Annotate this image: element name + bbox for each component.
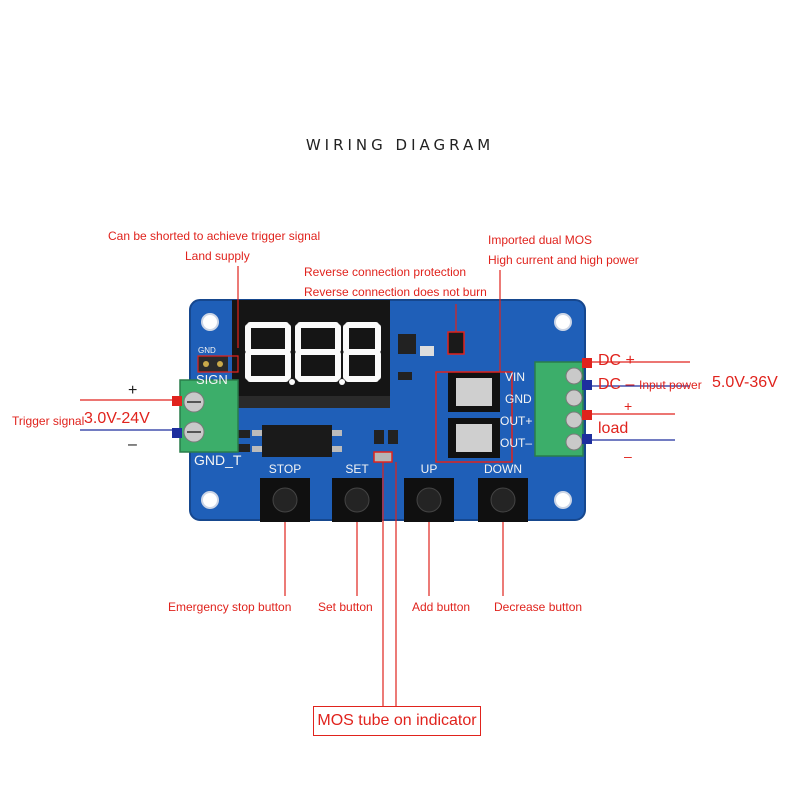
set-label: SET — [345, 462, 369, 476]
mos-indicator-annotation: MOS tube on indicator — [313, 706, 481, 736]
left-terminal-block — [172, 379, 239, 453]
set-button-graphic — [332, 478, 382, 522]
shorted-annotation-line1: Can be shorted to achieve trigger signal — [108, 229, 321, 243]
right-terminal-block — [534, 358, 592, 457]
stop-button-graphic — [260, 478, 310, 522]
load-label: load — [598, 420, 629, 437]
dc-plus-label: DC + — [598, 352, 635, 369]
up-label: UP — [420, 462, 438, 476]
reverse-annotation-line2: Reverse connection does not burn — [304, 285, 487, 299]
smd-components — [236, 331, 465, 463]
out-minus-label: OUT– — [500, 436, 533, 450]
trigger-signal-label: Trigger signal — [12, 414, 85, 428]
left-minus-label: – — [128, 436, 137, 453]
gnd-t-label: GND_T — [194, 452, 242, 468]
up-button-graphic — [404, 478, 454, 522]
optocoupler-chip — [252, 425, 342, 457]
input-power-label: Input power — [639, 378, 702, 392]
mosfet-2 — [448, 418, 500, 458]
vin-label: VIN — [505, 370, 526, 384]
out-plus-label: OUT+ — [500, 414, 533, 428]
load-minus-label: – — [624, 448, 632, 464]
trigger-range-label: 3.0V-24V — [84, 410, 150, 427]
dc-minus-label: DC – — [598, 376, 635, 393]
input-range-label: 5.0V-36V — [712, 374, 778, 391]
mos-annotation-line1: Imported dual MOS — [488, 233, 593, 247]
gnd-label: GND — [505, 392, 532, 406]
emergency-stop-annotation: Emergency stop button — [168, 600, 292, 614]
add-button-annotation: Add button — [412, 600, 471, 614]
mosfet-highlight — [435, 371, 513, 463]
trigger-pins — [198, 356, 228, 372]
decrease-button-annotation: Decrease button — [494, 600, 583, 614]
stop-label: STOP — [268, 462, 302, 476]
diagram-title: WIRING DIAGRAM — [305, 136, 495, 154]
shorted-annotation-line2: Land supply — [185, 249, 250, 263]
left-plus-label: + — [128, 382, 138, 399]
display-dots — [289, 379, 345, 385]
load-plus-label: + — [624, 398, 633, 414]
mos-annotation-line2: High current and high power — [488, 253, 639, 267]
leader-lines — [80, 266, 690, 706]
down-button-graphic — [478, 478, 528, 522]
reverse-annotation-line1: Reverse connection protection — [304, 265, 467, 279]
gnd-small-label: GND — [198, 346, 216, 355]
mosfet-1 — [448, 372, 500, 412]
set-button-annotation: Set button — [318, 600, 373, 614]
display-digits — [245, 322, 381, 382]
sign-label: SIGN — [196, 372, 228, 387]
down-label: DOWN — [484, 462, 522, 476]
